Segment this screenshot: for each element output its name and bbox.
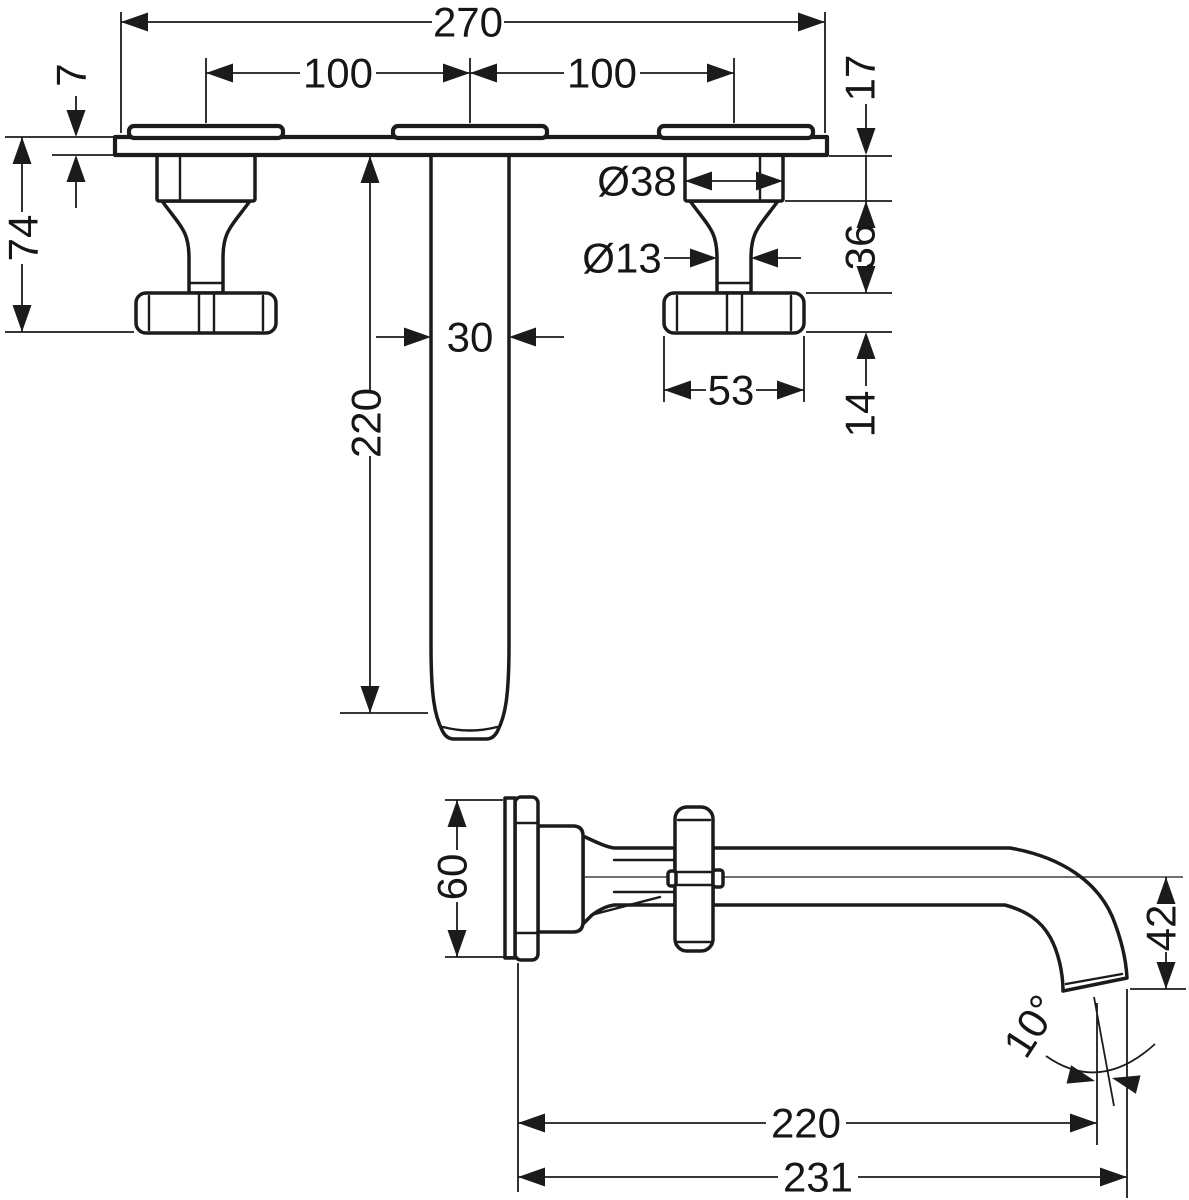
spout-plan — [429, 153, 511, 741]
plate-pad-center — [390, 123, 550, 141]
side-handle-seams — [673, 818, 715, 944]
dim-overall-width: 270 — [120, 0, 826, 133]
dim-rosette-height: 60 — [429, 799, 513, 958]
dim-hole-spacing-left-label: 100 — [303, 50, 373, 97]
dim-escutcheon-to-handle: 36 — [806, 201, 892, 294]
arrowhead — [509, 327, 536, 347]
dim-plate-projection-label: 17 — [837, 55, 884, 102]
arrowhead — [470, 63, 497, 83]
arrowhead — [798, 12, 825, 32]
dim-plate-thickness: 7 — [5, 63, 113, 208]
dim-overall-reach: 231 — [518, 1154, 1127, 1200]
dim-escutcheon-diameter-label: Ø38 — [597, 158, 676, 205]
arrowhead — [66, 110, 86, 137]
arrowhead — [777, 380, 804, 400]
dim-outlet-angle: 10° — [994, 987, 1156, 1198]
arrowhead — [856, 128, 876, 155]
arrowhead — [12, 305, 32, 332]
right-handle-bar — [662, 291, 806, 335]
arrowhead — [206, 63, 233, 83]
dim-spout-reach-label: 220 — [771, 1100, 841, 1147]
arrowhead — [756, 171, 783, 191]
plate-pad-right — [656, 123, 816, 141]
dim-handle-thickness: 14 — [806, 331, 892, 438]
arrowhead — [751, 248, 778, 268]
arrowhead — [518, 1113, 545, 1133]
arrowhead — [404, 327, 431, 347]
side-neck — [581, 834, 677, 926]
arrowhead — [66, 155, 86, 182]
dim-spout-width: 30 — [376, 314, 564, 361]
dim-outlet-angle-label: 10° — [994, 987, 1068, 1066]
side-stem-seams — [593, 858, 677, 916]
spout-aerator-line — [441, 725, 499, 732]
dim-hole-spacing-right-label: 100 — [567, 50, 637, 97]
dim-hole-spacing: 100 100 — [205, 50, 735, 123]
dim-plate-projection: 17 — [785, 55, 892, 228]
dim-escutcheon-diameter: Ø38 — [597, 158, 783, 205]
dim-spout-width-label: 30 — [447, 314, 494, 361]
arrowhead — [518, 1167, 545, 1187]
arrowhead — [447, 930, 467, 957]
side-view — [503, 795, 1183, 993]
dim-overall-reach-label: 231 — [783, 1154, 853, 1200]
arrowhead — [1156, 962, 1176, 989]
side-handle-arm-front — [711, 868, 725, 889]
arrowhead — [12, 137, 32, 164]
arrowhead — [707, 63, 734, 83]
dim-handle-projection-label: 74 — [0, 215, 47, 262]
arrowhead — [1070, 1113, 1097, 1133]
spout-side — [711, 846, 1129, 993]
dim-escutcheon-to-handle-label: 36 — [837, 224, 884, 271]
arrowhead — [443, 63, 470, 83]
side-escutcheon — [536, 824, 585, 934]
dim-handle-width: 53 — [663, 336, 805, 414]
arrowhead — [360, 686, 380, 713]
dim-overall-width-label: 270 — [433, 0, 503, 46]
arrowhead — [360, 156, 380, 183]
right-handle-cap-seams — [675, 292, 793, 334]
side-wall-plate — [503, 796, 517, 960]
arrowhead — [1066, 1065, 1095, 1084]
dim-handle-projection: 74 — [0, 137, 134, 333]
plan-view — [112, 123, 830, 741]
dim-spout-length-label: 220 — [343, 388, 390, 458]
arrowhead — [1156, 877, 1176, 904]
dim-outlet-drop: 42 — [1130, 877, 1186, 990]
dim-spout-length: 220 — [340, 156, 428, 714]
plate-pad-left — [126, 123, 286, 141]
arrowhead — [121, 12, 148, 32]
left-handle-neck — [160, 199, 252, 295]
side-handle-bar — [673, 805, 715, 953]
arrowhead — [447, 800, 467, 827]
left-handle-bar — [134, 291, 278, 335]
outlet-inner-line — [1064, 972, 1124, 986]
dim-spout-reach: 220 — [517, 963, 1097, 1192]
side-plate-pad-seams — [513, 821, 540, 935]
arrowhead — [1112, 1075, 1141, 1094]
dim-stem-diameter: Ø13 — [582, 235, 801, 282]
arrowhead — [856, 332, 876, 359]
left-handle-cap-seams — [147, 292, 265, 334]
arrowhead — [690, 248, 717, 268]
left-escutcheon — [155, 153, 257, 203]
dim-handle-width-label: 53 — [708, 367, 755, 414]
side-plate-pad — [513, 795, 540, 962]
arrowhead — [1100, 1167, 1127, 1187]
dim-rosette-height-label: 60 — [429, 854, 476, 901]
side-handle-arm-back — [666, 869, 678, 888]
right-handle-neck — [688, 199, 780, 295]
arrowhead — [664, 380, 691, 400]
arrowhead — [856, 266, 876, 293]
dim-stem-diameter-label: Ø13 — [582, 235, 661, 282]
dim-handle-thickness-label: 14 — [837, 391, 884, 438]
dim-outlet-drop-label: 42 — [1138, 905, 1185, 952]
dim-plate-thickness-label: 7 — [48, 63, 95, 86]
arrowhead — [685, 171, 712, 191]
